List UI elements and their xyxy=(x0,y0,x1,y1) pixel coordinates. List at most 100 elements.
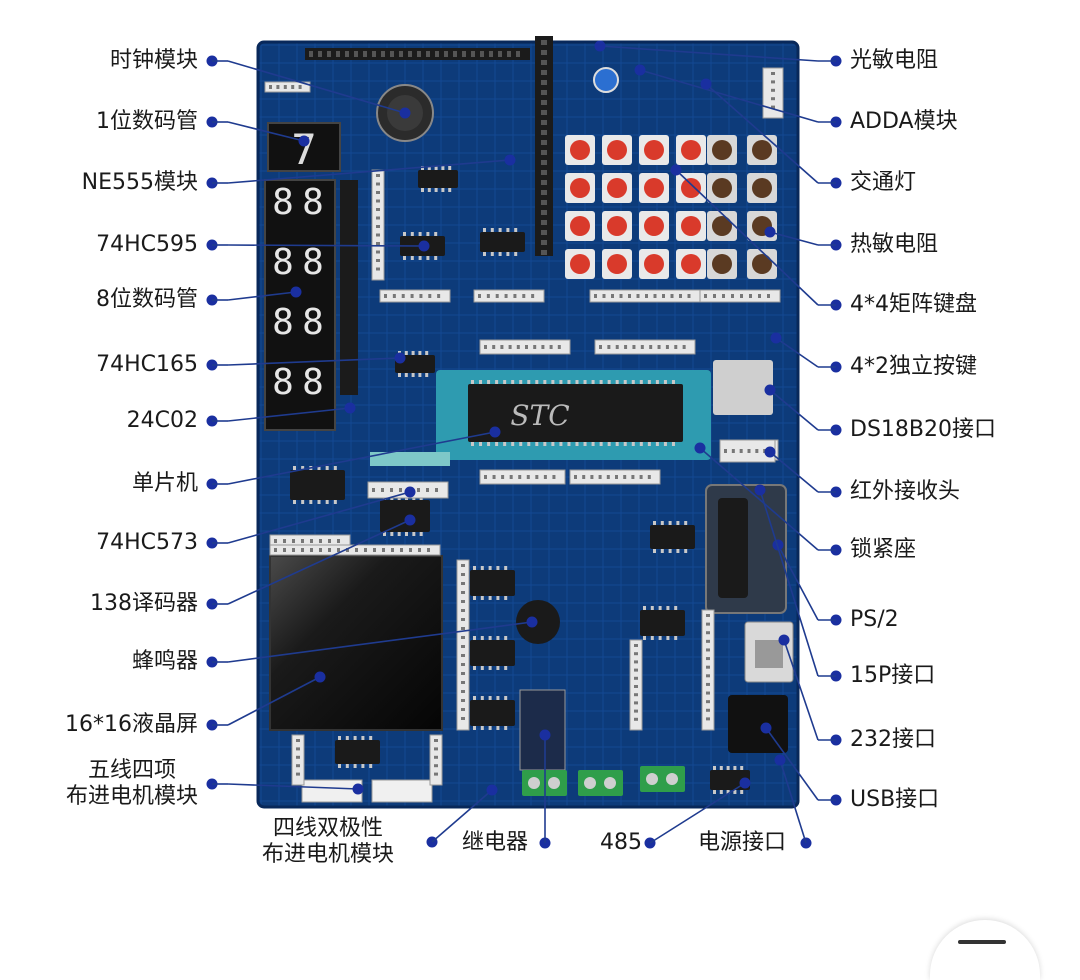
chip-pin xyxy=(404,373,408,377)
screw xyxy=(548,777,560,789)
pin-header xyxy=(701,609,715,731)
chip-pin xyxy=(559,442,563,446)
header-pin xyxy=(498,51,502,57)
header-pin xyxy=(706,700,710,704)
chip-pin xyxy=(333,500,337,504)
leader-line xyxy=(227,244,425,247)
chip-pin xyxy=(653,521,656,525)
header-pin xyxy=(706,708,710,712)
chip-pin xyxy=(498,228,502,232)
chip-pin xyxy=(733,790,737,794)
header-pin xyxy=(509,475,513,479)
header-pin xyxy=(706,674,710,678)
header-pin xyxy=(410,294,414,298)
target-dot xyxy=(486,784,498,796)
chip-pin xyxy=(405,532,408,536)
header-pin xyxy=(301,539,304,543)
matrix-key xyxy=(607,178,627,198)
header-pin xyxy=(582,475,586,479)
header-pin xyxy=(706,691,710,695)
header-pin xyxy=(657,345,661,349)
header-pin xyxy=(461,708,465,711)
chip-pin xyxy=(567,380,571,384)
header-pin xyxy=(541,220,547,225)
header-pin xyxy=(739,449,743,453)
header-pin xyxy=(310,539,313,543)
header-pin xyxy=(434,764,438,768)
leader-line xyxy=(227,621,533,663)
seg8-digit: 8 xyxy=(272,242,294,283)
header-pin xyxy=(461,663,465,666)
leader-line xyxy=(599,45,819,62)
chip-pin xyxy=(353,764,357,768)
header-pin xyxy=(679,294,682,298)
header-pin xyxy=(531,294,535,298)
target-dot xyxy=(504,154,516,166)
label-rs232: 232接口 xyxy=(850,727,936,752)
header-pin xyxy=(401,294,405,298)
header-pin xyxy=(384,294,387,298)
header-pin xyxy=(722,294,725,298)
chip-pin xyxy=(655,442,659,446)
header-pin xyxy=(495,294,499,298)
header-pin xyxy=(634,668,638,672)
header-pin xyxy=(296,755,300,759)
header-pin xyxy=(390,488,393,492)
header-pin xyxy=(376,259,380,262)
header-pin xyxy=(376,250,380,254)
chip-pin xyxy=(325,466,329,470)
target-dot xyxy=(700,78,712,90)
header-pin xyxy=(634,709,638,713)
chip-pin xyxy=(583,442,587,446)
header-pin xyxy=(543,475,547,479)
header-pin xyxy=(747,449,751,453)
ic-chip xyxy=(470,700,515,726)
label-traffic: 交通灯 xyxy=(850,170,917,195)
header-pin xyxy=(634,685,638,688)
chip-pin xyxy=(496,696,500,700)
header-pin xyxy=(541,345,545,349)
leader-line xyxy=(777,544,819,621)
leader-line xyxy=(675,169,819,306)
screw-terminal xyxy=(640,766,685,792)
chip-pin xyxy=(504,726,508,730)
header-pin xyxy=(574,475,577,479)
screw xyxy=(646,773,658,785)
header-pin xyxy=(516,345,520,349)
chip-pin xyxy=(567,442,571,446)
chip-pin xyxy=(309,500,313,504)
header-pin xyxy=(541,80,547,85)
header-pin xyxy=(590,475,594,479)
header-pin xyxy=(634,644,638,647)
header-pin xyxy=(639,475,643,479)
pin-header xyxy=(264,81,311,93)
chip-pin xyxy=(496,726,500,730)
chip-pin xyxy=(403,256,406,260)
chip-pin xyxy=(631,442,635,446)
chip-pin xyxy=(480,726,484,730)
header-pin xyxy=(632,345,636,349)
header-pin xyxy=(461,600,465,603)
header-pin xyxy=(489,51,493,57)
header-pin xyxy=(670,294,674,298)
pin-header xyxy=(479,469,566,485)
header-pin xyxy=(484,475,487,479)
label-hc573: 74HC573 xyxy=(96,530,198,555)
header-pin xyxy=(399,51,403,57)
chip-pin xyxy=(615,380,619,384)
chip-pin xyxy=(480,566,484,570)
leader-line xyxy=(705,83,819,184)
header-pin xyxy=(541,180,547,185)
label-usb: USB接口 xyxy=(850,787,940,812)
label-ps2: PS/2 xyxy=(850,607,899,632)
chip-pin xyxy=(591,380,595,384)
lcd-screen xyxy=(269,555,443,731)
header-pin xyxy=(310,548,313,552)
target-dot xyxy=(404,514,416,526)
header-pin xyxy=(771,72,775,75)
chip-pin xyxy=(504,566,508,570)
pin-header xyxy=(762,67,784,119)
indep-key xyxy=(752,140,772,160)
header-pin xyxy=(606,475,610,479)
header-pin xyxy=(381,488,384,492)
